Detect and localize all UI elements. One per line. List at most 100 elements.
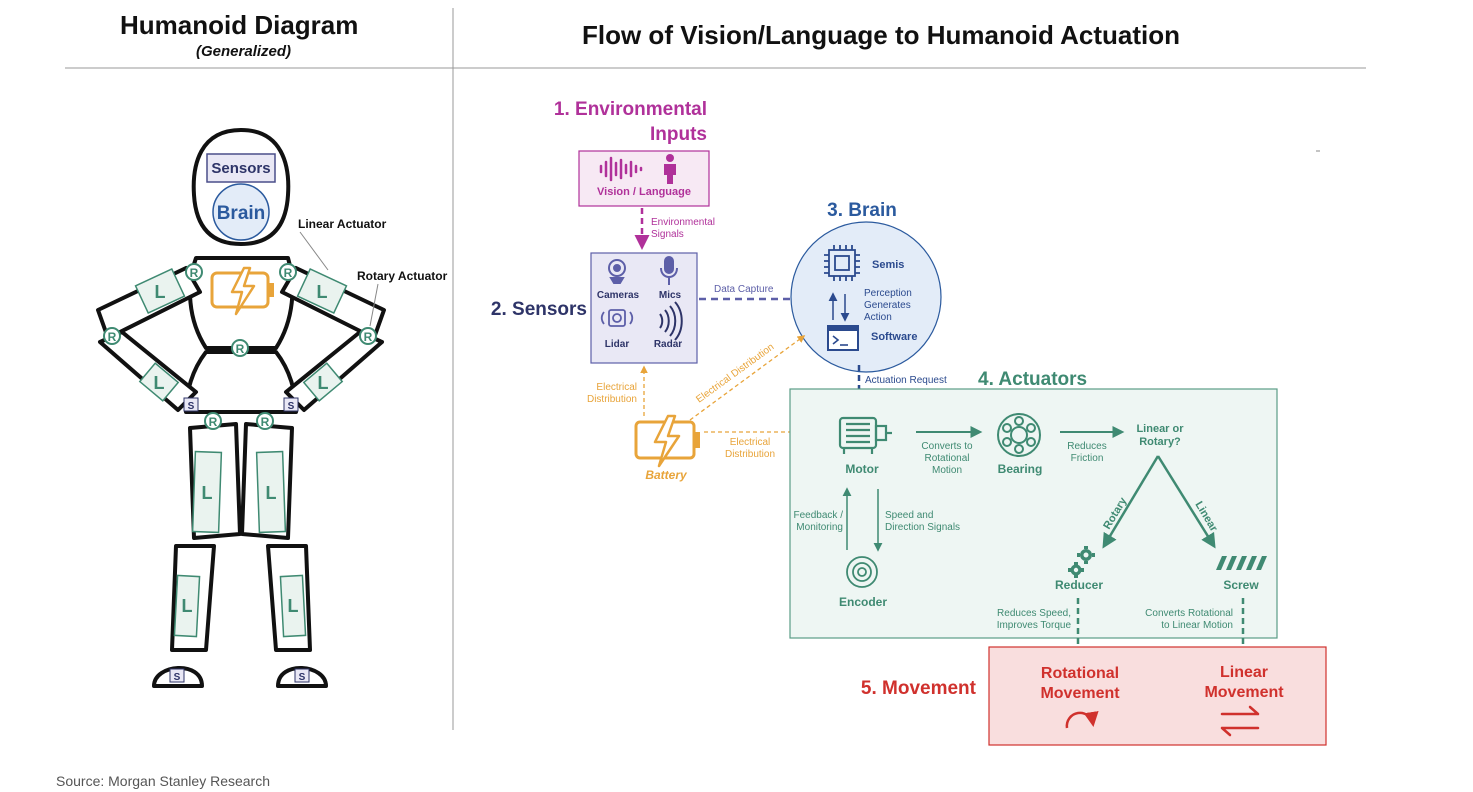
linear-mark-8: L bbox=[288, 596, 299, 616]
battery-motor-elec-line1: Electrical bbox=[730, 437, 771, 448]
torso-battery-icon bbox=[210, 266, 274, 316]
sensor-mics-label: Mics bbox=[659, 290, 682, 301]
converts-line2: Rotational bbox=[924, 453, 969, 464]
linear-actuator-marks: L L L L L L L L bbox=[154, 282, 329, 616]
linear-mark-2: L bbox=[317, 282, 328, 302]
head-brain-label: Brain bbox=[217, 203, 266, 224]
reducer-note-line1: Reduces Speed, bbox=[997, 608, 1071, 619]
battery-to-brain-arrow bbox=[689, 335, 806, 421]
rotary-joints: R R R R R R R bbox=[103, 263, 377, 430]
svg-text:R: R bbox=[108, 330, 117, 344]
movement-box bbox=[988, 646, 1327, 746]
choice-to-screw-arrow bbox=[1156, 455, 1216, 549]
linear-mark-4: L bbox=[318, 373, 329, 393]
lidar-icon bbox=[600, 309, 634, 327]
linear-mark-5: L bbox=[202, 483, 213, 503]
body-sensor-marks: S S S S bbox=[169, 397, 310, 683]
svg-text:R: R bbox=[209, 415, 218, 429]
rotary-joint: R bbox=[185, 263, 203, 281]
brain-perception-line1: Perception bbox=[864, 288, 912, 299]
encoder-icon bbox=[846, 556, 878, 588]
bearing-label: Bearing bbox=[998, 462, 1043, 476]
env-box-label: Vision / Language bbox=[597, 186, 691, 198]
head-sensors-label: Sensors bbox=[211, 160, 270, 177]
sensor-mark: S bbox=[183, 397, 199, 412]
svg-text:S: S bbox=[174, 672, 181, 683]
linear-box-left-forearm bbox=[138, 362, 180, 402]
linear-movement-line1: Linear bbox=[1220, 664, 1268, 681]
rotary-joint: R bbox=[103, 327, 121, 345]
converts-line3: Motion bbox=[932, 465, 962, 476]
svg-text:R: R bbox=[284, 266, 293, 280]
battery-motor-elec-line2: Distribution bbox=[725, 449, 775, 460]
battery-brain-elec-label: Electrical Distribution bbox=[694, 342, 776, 406]
env-input-box bbox=[578, 150, 710, 207]
reduces-friction-line2: Friction bbox=[1071, 453, 1104, 464]
reducer-note-line2: Improves Torque bbox=[997, 620, 1072, 631]
person-icon bbox=[664, 154, 676, 184]
brain-perception-line2: Generates bbox=[864, 300, 911, 311]
gears-icon bbox=[1068, 546, 1095, 578]
motor-label: Motor bbox=[845, 462, 879, 476]
chip-icon bbox=[824, 245, 860, 281]
rotary-joint: R bbox=[256, 412, 274, 430]
choice-to-reducer-arrow bbox=[1102, 455, 1160, 549]
linear-box-right-thigh bbox=[255, 450, 287, 534]
svg-text:R: R bbox=[261, 415, 270, 429]
rotational-movement-line2: Movement bbox=[1040, 685, 1120, 702]
callout-rotary-label: Rotary Actuator bbox=[357, 269, 448, 283]
reduces-friction-line1: Reduces bbox=[1067, 441, 1106, 452]
linear-box-right-shin bbox=[279, 574, 307, 638]
screw-label: Screw bbox=[1223, 578, 1259, 592]
sensor-lidar-label: Lidar bbox=[605, 339, 630, 350]
right-panel-title: Flow of Vision/Language to Humanoid Actu… bbox=[582, 20, 1180, 50]
reducer-label: Reducer bbox=[1055, 578, 1103, 592]
linear-mark-3: L bbox=[154, 373, 165, 393]
converts-line1: Converts to bbox=[921, 441, 973, 452]
linear-mark-7: L bbox=[182, 596, 193, 616]
data-capture-label: Data Capture bbox=[714, 284, 774, 295]
choice-line2: Rotary? bbox=[1139, 436, 1181, 448]
sensor-cameras-label: Cameras bbox=[597, 290, 640, 301]
sensor-mark: S bbox=[283, 397, 299, 412]
radar-icon bbox=[659, 301, 683, 341]
linear-mark-1: L bbox=[155, 282, 166, 302]
choice-line1: Linear or bbox=[1136, 423, 1184, 435]
actuation-request-label: Actuation Request bbox=[865, 375, 947, 386]
battery-icon bbox=[634, 414, 700, 468]
camera-icon bbox=[608, 259, 626, 284]
left-panel-title: Humanoid Diagram bbox=[120, 10, 359, 40]
sensors-heading: 2. Sensors bbox=[491, 299, 587, 320]
callout-linear-label: Linear Actuator bbox=[298, 217, 387, 231]
sensor-mark: S bbox=[169, 668, 185, 683]
rotary-joint: R bbox=[204, 412, 222, 430]
actuators-heading: 4. Actuators bbox=[978, 369, 1087, 390]
screw-note-line1: Converts Rotational bbox=[1145, 608, 1233, 619]
brain-semis-label: Semis bbox=[872, 259, 904, 271]
brain-perception-line3: Action bbox=[864, 312, 892, 323]
linear-box-right-upper-arm bbox=[296, 267, 348, 315]
soundwave-icon bbox=[599, 156, 643, 182]
battery-sensors-elec-line2: Distribution bbox=[587, 394, 637, 405]
brain-heading: 3. Brain bbox=[827, 200, 897, 221]
rotary-joint: R bbox=[231, 339, 249, 357]
movement-heading: 5. Movement bbox=[861, 678, 977, 699]
linear-actuator-boxes bbox=[134, 267, 348, 638]
head-brain-circle bbox=[212, 183, 270, 241]
svg-text:S: S bbox=[288, 401, 295, 412]
rotary-joint: R bbox=[359, 327, 377, 345]
encoder-label: Encoder bbox=[839, 595, 887, 609]
head-sensors-box bbox=[206, 153, 276, 183]
speed-line1: Speed and bbox=[885, 510, 933, 521]
source-note: Source: Morgan Stanley Research bbox=[56, 773, 270, 789]
svg-text:R: R bbox=[190, 266, 199, 280]
linear-mark-6: L bbox=[266, 483, 277, 503]
env-signal-line2: Signals bbox=[651, 229, 684, 240]
linear-movement-line2: Movement bbox=[1204, 684, 1284, 701]
svg-text:R: R bbox=[364, 330, 373, 344]
env-signal-line1: Environmental bbox=[651, 217, 715, 228]
svg-text:S: S bbox=[188, 401, 195, 412]
battery-label: Battery bbox=[645, 468, 688, 482]
brain-software-label: Software bbox=[871, 331, 917, 343]
